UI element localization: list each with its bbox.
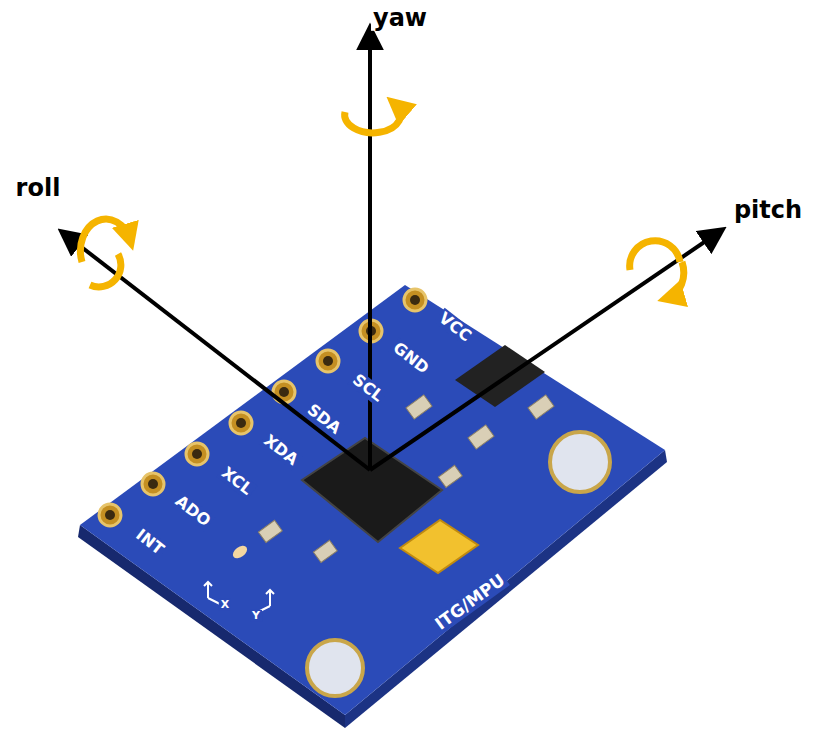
axis-label: roll (14, 175, 63, 201)
axis-symbol-label: Y (250, 610, 262, 622)
axis-label: pitch (732, 197, 804, 223)
axis-label: yaw (371, 5, 429, 31)
axis-symbol-label: X (219, 599, 231, 611)
